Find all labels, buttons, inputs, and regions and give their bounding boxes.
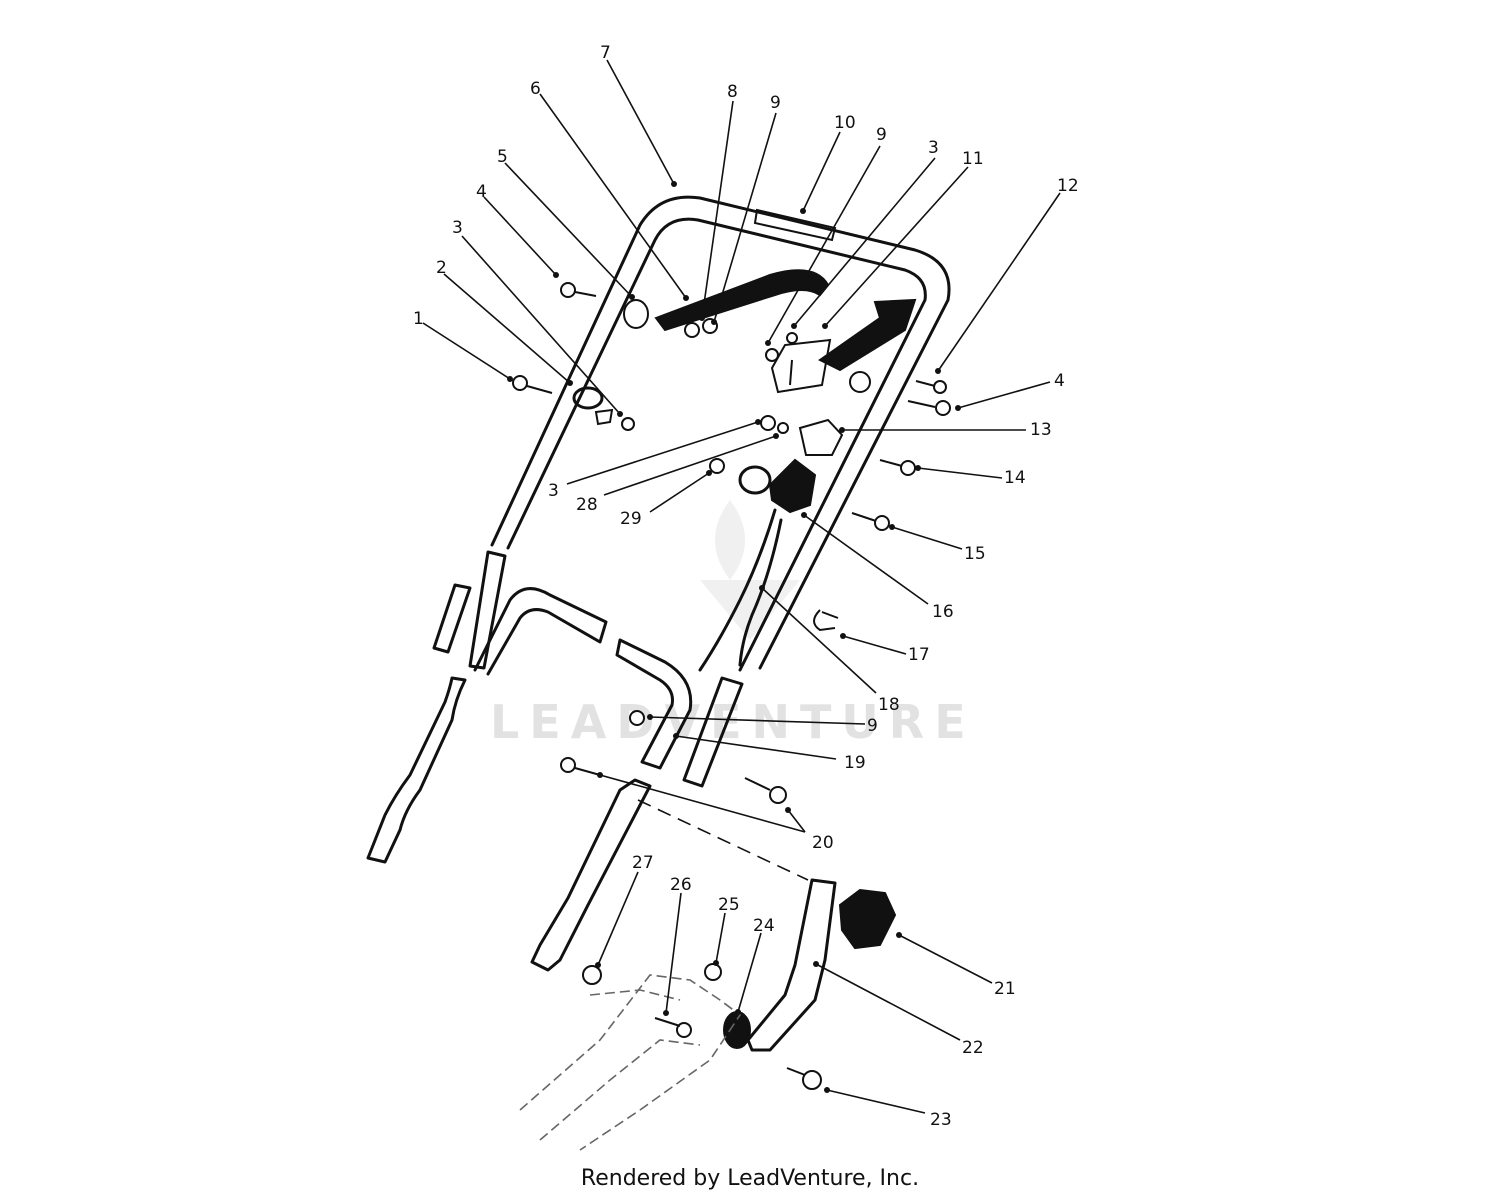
callout-label: 13 [1030, 420, 1052, 440]
handle-bracket [746, 878, 897, 1052]
callout-label: 27 [632, 853, 654, 873]
callout-label: 7 [600, 43, 611, 63]
callout-label: 26 [670, 875, 692, 895]
callout-label: 3 [548, 481, 559, 501]
callout-label: 23 [930, 1110, 952, 1130]
callout-label: 24 [753, 916, 775, 936]
callout-label: 10 [834, 113, 856, 133]
left-hardware [512, 282, 718, 431]
switch-assembly [709, 415, 844, 514]
control-bail [623, 269, 917, 372]
callout-label: 2 [436, 258, 447, 278]
watermark-text: LEADVENTURE [490, 695, 976, 749]
callout-label: 12 [1057, 176, 1079, 196]
upper-handle [490, 195, 951, 672]
callout-label: 4 [476, 182, 487, 202]
callout-label: 9 [876, 125, 887, 145]
callout-label: 14 [1004, 468, 1026, 488]
callout-label: 18 [878, 695, 900, 715]
bail-bracket [765, 332, 871, 394]
lower-handle [366, 550, 744, 864]
callout-label: 15 [964, 544, 986, 564]
callouts: 7 6 5 4 3 2 1 8 9 10 9 3 11 12 4 13 3 [413, 43, 1079, 1130]
mid-bolts [560, 710, 809, 881]
footer-credit: Rendered by LeadVenture, Inc. [580, 1166, 920, 1191]
callout-label: 8 [727, 82, 738, 102]
lower-hardware [582, 963, 822, 1090]
callout-label: 1 [413, 309, 424, 329]
callout-label: 17 [908, 645, 930, 665]
cable-clip [813, 609, 839, 632]
callout-label: 25 [718, 895, 740, 915]
callout-label: 6 [530, 79, 541, 99]
mower-deck-outline [519, 974, 742, 1151]
watermark-logo [700, 500, 800, 640]
callout-label: 28 [576, 495, 598, 515]
callout-label: 20 [812, 833, 834, 853]
callout-label: 11 [962, 149, 984, 169]
callout-label: 3 [452, 218, 463, 238]
callout-label: 5 [497, 147, 508, 167]
callout-label: 22 [962, 1038, 984, 1058]
callout-label: 9 [867, 716, 878, 736]
callout-label: 3 [928, 138, 939, 158]
callout-label: 4 [1054, 371, 1065, 391]
callout-label: 9 [770, 93, 781, 113]
lower-tube [530, 778, 652, 972]
callout-label: 29 [620, 509, 642, 529]
callout-label: 19 [844, 753, 866, 773]
right-bolts [851, 380, 951, 531]
control-cable [698, 508, 783, 672]
callout-label: 21 [994, 979, 1016, 999]
callout-label: 16 [932, 602, 954, 622]
